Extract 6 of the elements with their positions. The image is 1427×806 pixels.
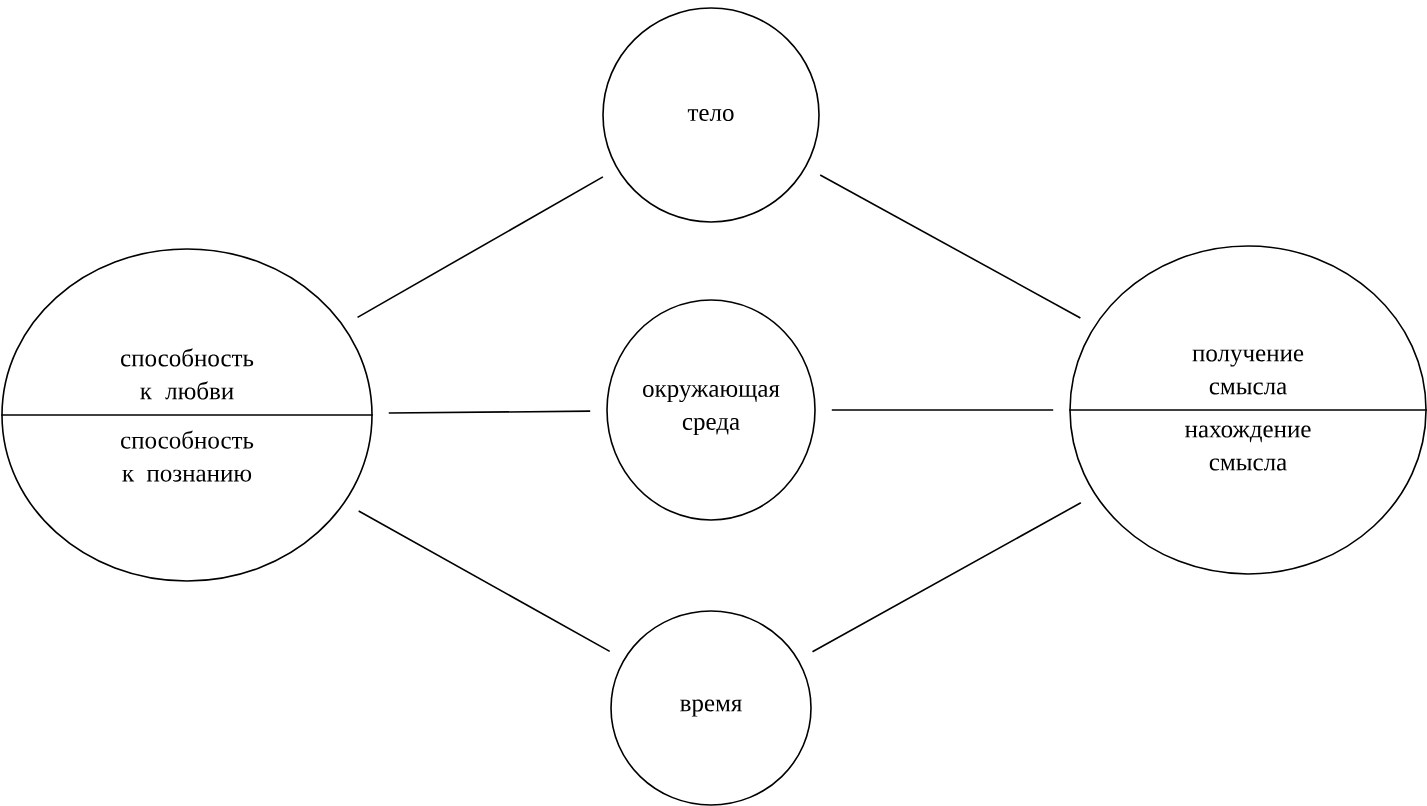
connector-line (357, 510, 611, 653)
connector-line (387, 410, 591, 414)
connector-line (819, 174, 1082, 319)
connector-line (811, 501, 1082, 653)
connector-line (356, 176, 604, 319)
connector-line (831, 409, 1054, 411)
